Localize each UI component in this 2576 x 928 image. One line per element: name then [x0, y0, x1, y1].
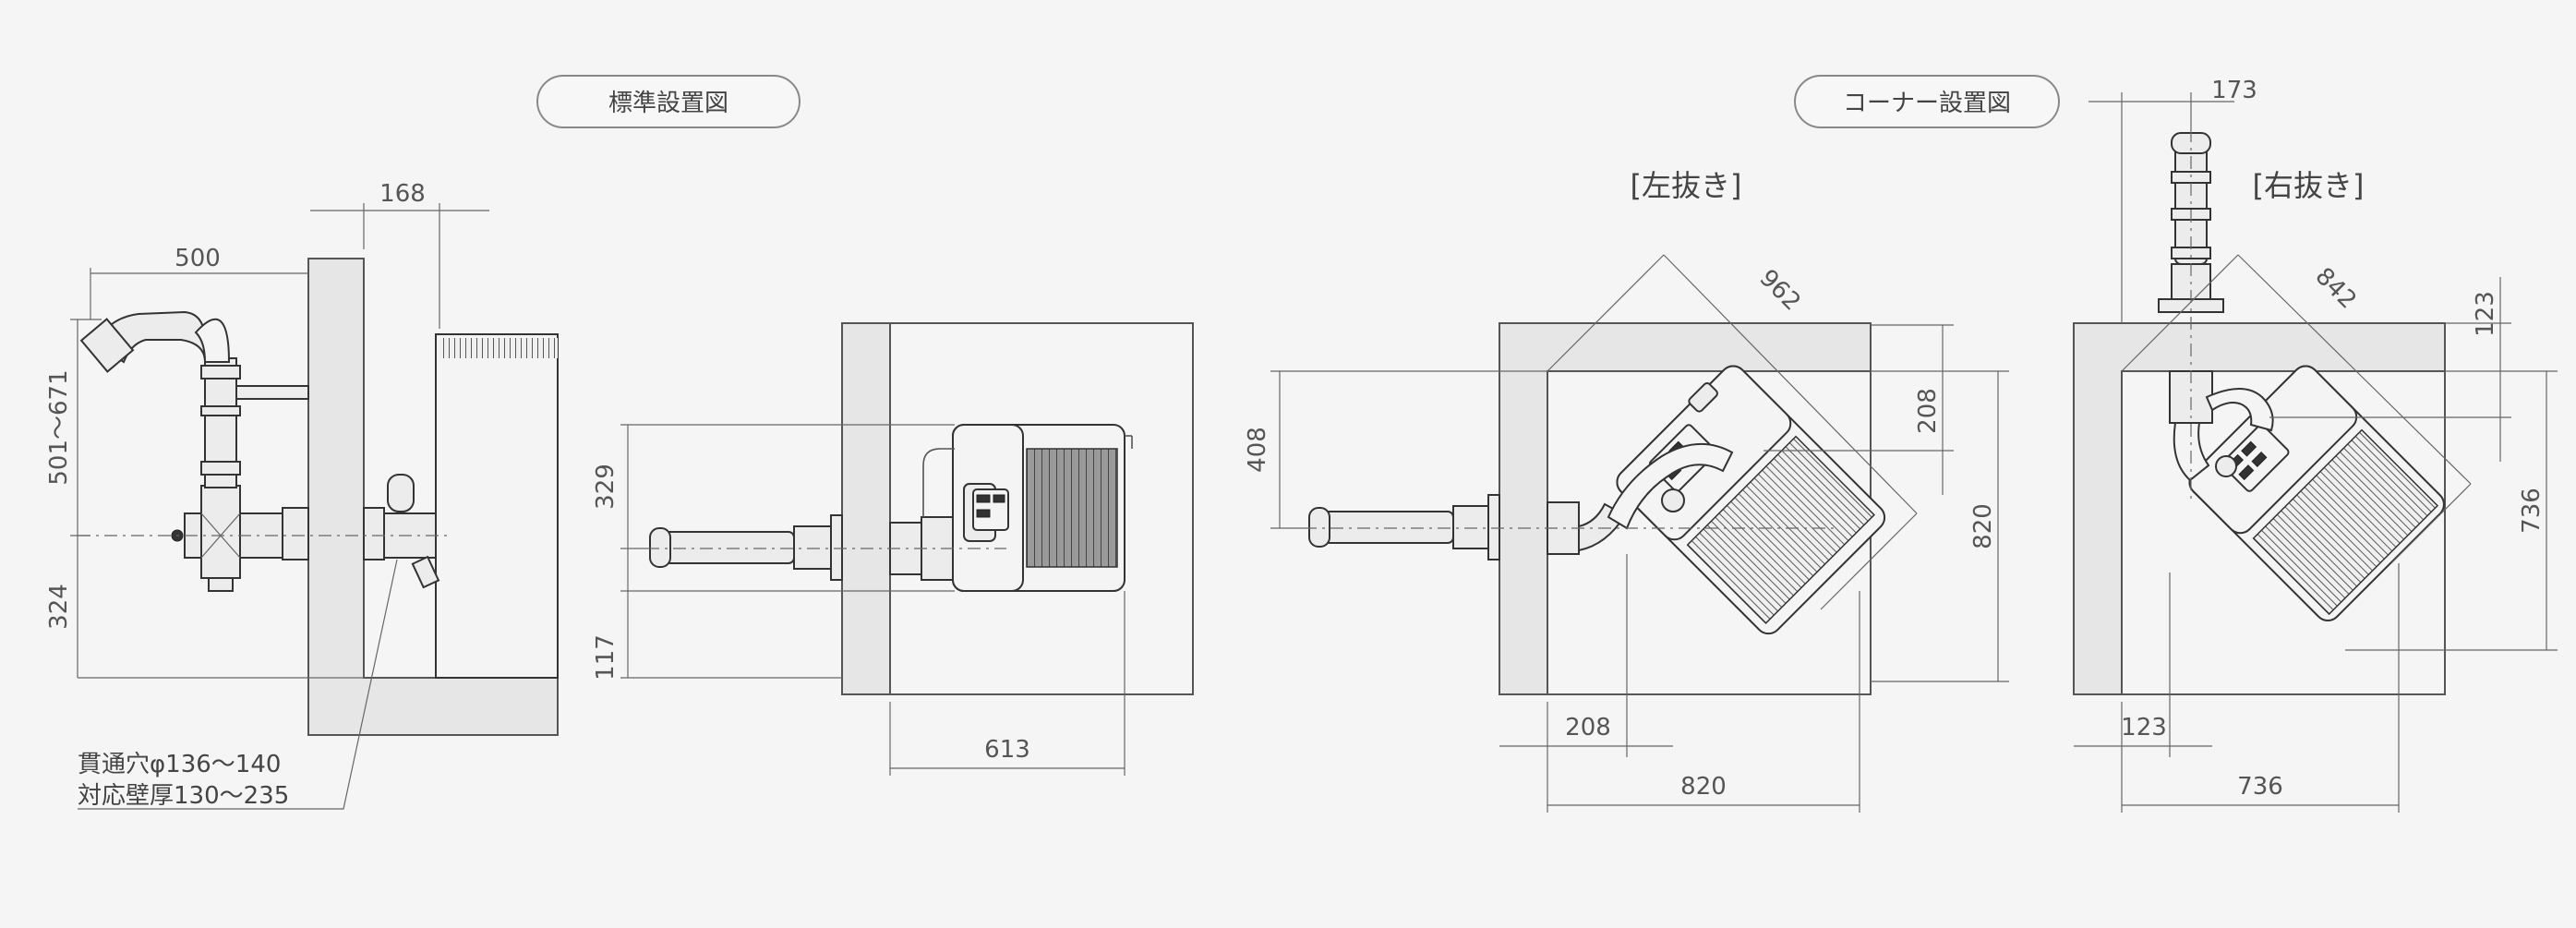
dim-left-820-right: 820 [1969, 503, 1997, 549]
dim-left-208-right: 208 [1914, 388, 1942, 434]
dim-right-842: 842 [2309, 262, 2361, 314]
dim-right-736-bottom: 736 [2237, 773, 2283, 801]
side-flange-inner [363, 507, 385, 560]
standard-top-view: 329 117 613 [592, 322, 1194, 776]
side-terminal [79, 318, 135, 373]
left-out-subtitle: [左抜き] [1631, 168, 1742, 203]
right-out-subtitle: [右抜き] [2253, 168, 2365, 203]
dim-side-324: 324 [45, 584, 73, 630]
dim-std-613: 613 [984, 736, 1030, 764]
left-flue-bend [1607, 443, 1734, 530]
side-wall-bracket [235, 385, 309, 400]
dim-left-208-bottom: 208 [1565, 714, 1611, 741]
corner-title: コーナー設置図 [1843, 90, 2011, 117]
right-flue-bend [2205, 388, 2274, 432]
dim-left-820-bottom: 820 [1680, 773, 1727, 801]
side-tee-cap [208, 577, 234, 592]
dim-side-501-671: 501〜671 [45, 369, 73, 485]
dim-right-736-right: 736 [2518, 488, 2546, 534]
left-heater-grille [1686, 435, 1875, 625]
right-heater-grille [2252, 428, 2439, 616]
standard-title-pill: 標準設置図 [536, 75, 800, 128]
dim-left-962: 962 [1753, 264, 1805, 316]
side-connector-cap [387, 474, 415, 512]
std-heater-grille [1026, 448, 1118, 568]
dim-left-408: 408 [1244, 427, 1271, 473]
side-flange-outer [282, 507, 309, 560]
corner-left-view: 962 408 208 820 208 820 [1244, 254, 2009, 813]
dim-std-329: 329 [592, 464, 620, 510]
side-tee-vertical [200, 485, 241, 579]
dim-right-123-bottom: 123 [2121, 714, 2167, 741]
note-hole: 貫通穴φ136〜140 [78, 751, 281, 778]
side-heater-vent [439, 338, 558, 358]
dim-std-117: 117 [592, 634, 620, 681]
side-view: 168 500 501〜671 324 貫通穴φ136〜140 対応壁厚130〜… [45, 180, 559, 810]
side-heater-body [435, 333, 559, 679]
std-flange [830, 514, 843, 581]
side-drain-pipe [411, 555, 440, 589]
corner-title-pill: コーナー設置図 [1794, 75, 2060, 128]
left-flange [1487, 494, 1500, 560]
dim-side-500: 500 [175, 245, 221, 272]
standard-title: 標準設置図 [608, 90, 728, 117]
corner-right-view: 173 842 123 736 123 736 [2073, 77, 2558, 813]
std-flue-pipe [655, 531, 795, 564]
dim-right-173: 173 [2211, 77, 2257, 104]
dim-right-123-right: 123 [2472, 291, 2499, 337]
note-wall: 対応壁厚130〜235 [78, 782, 289, 810]
left-flue-pipe [1314, 511, 1454, 544]
dim-side-168: 168 [379, 180, 426, 208]
